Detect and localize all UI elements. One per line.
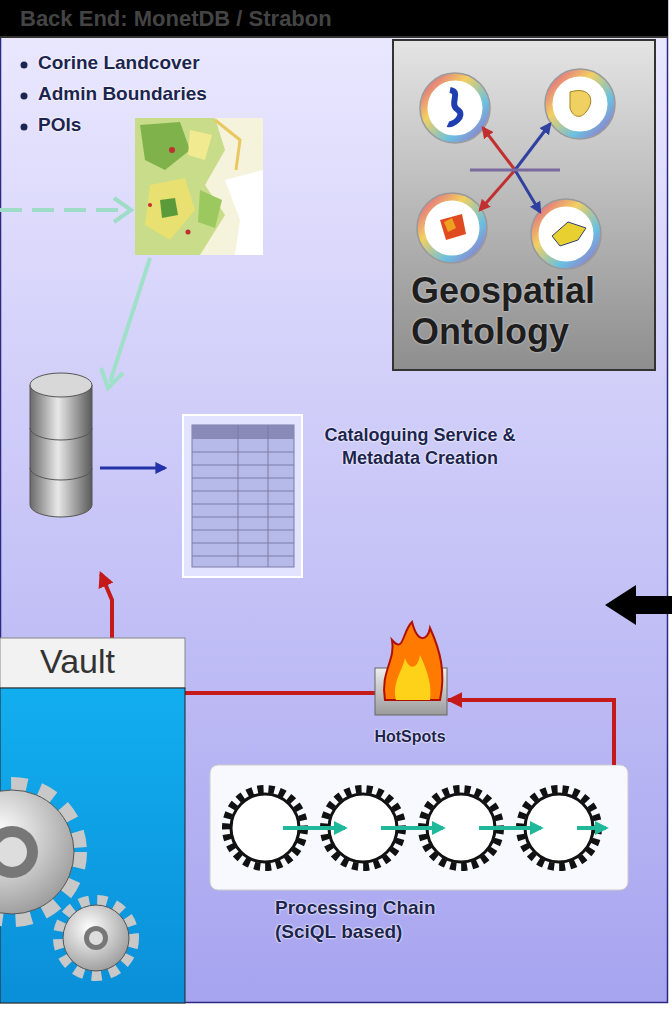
ontology-illustration: [535, 203, 597, 265]
ontology-illustration: [470, 124, 560, 212]
database-cylinder: [30, 373, 92, 517]
bullet-item: Admin Boundaries: [38, 83, 207, 105]
vault-box: Vault: [0, 638, 185, 1004]
ontology-illustration: [549, 73, 611, 135]
vault-panel: [58, 900, 134, 976]
processing-chain: Processing Chain (SciQL based): [210, 765, 628, 890]
ontology-illustration: [552, 222, 586, 246]
bullet-dots: [21, 62, 28, 131]
table-icon: [192, 425, 294, 567]
ontology-illustration: [393, 40, 655, 370]
map-thumbnail: [140, 122, 190, 170]
input-arrow: [605, 585, 672, 625]
vault-panel: [0, 790, 74, 914]
processing-chain-box: [283, 826, 345, 830]
map-thumbnail: [145, 178, 195, 240]
vault-panel: [0, 638, 185, 1003]
ontology-illustration: [515, 124, 550, 170]
map-thumbnail: [198, 190, 222, 228]
processing-chain-box: [226, 789, 606, 867]
service-label-box: Cataloguing Service & Metadata Creation: [308, 420, 532, 473]
table-icon: [192, 425, 294, 439]
panel-ground: [0, 36, 668, 38]
ontology-illustration: [424, 77, 486, 139]
node-label: Cataloguing Service & Metadata Creation: [308, 420, 532, 473]
ontology-box: Geospatial Ontology: [393, 40, 655, 370]
map-thumbnail: [160, 198, 178, 218]
ontology-illustration: [417, 69, 615, 269]
fire-icon: [384, 622, 442, 700]
bullet-item: Corine Landcover: [38, 52, 200, 74]
ontology-illustration: [448, 90, 460, 124]
processing-chain-box: [210, 765, 628, 890]
bullet-dots: [21, 62, 28, 69]
processing-chain-box: [381, 826, 443, 830]
node-label: Geospatial Ontology: [393, 40, 655, 353]
ontology-illustration: [531, 199, 601, 269]
map-thumbnail: [215, 120, 240, 170]
node-label: Processing Chain (SciQL based): [275, 896, 485, 944]
vault-panel: [0, 826, 38, 878]
flow-arrows: [0, 208, 118, 212]
ontology-illustration: [393, 40, 655, 370]
flow-arrows: [101, 368, 123, 388]
vault-panel: [89, 931, 103, 945]
node-label: Vault: [0, 638, 185, 681]
bullet-dots: [21, 93, 28, 100]
ontology-illustration: [515, 170, 540, 212]
map-thumbnail: [186, 230, 191, 235]
map-thumbnail: [135, 118, 263, 255]
database-cylinder: [30, 385, 92, 517]
ontology-illustration: [420, 73, 490, 143]
bullet-item: POIs: [38, 114, 81, 136]
map-thumbnail: [225, 170, 263, 255]
map-thumbnail: [188, 130, 212, 160]
flow-arrows: [114, 198, 131, 222]
fire-icon: [375, 622, 447, 715]
ontology-illustration: [570, 91, 591, 117]
table-icon: [183, 415, 302, 577]
vault-panel: [0, 638, 185, 688]
processing-chain-box: [577, 826, 606, 830]
vault-panel: [84, 926, 108, 950]
panel-ground: [0, 0, 668, 38]
hotspots-node: HotSpots: [372, 620, 448, 746]
ontology-illustration: [421, 197, 483, 259]
vault-panel: [63, 905, 129, 971]
node-label: HotSpots: [372, 620, 448, 746]
map-thumbnail: [135, 118, 263, 255]
ontology-illustration: [417, 193, 487, 263]
flow-arrows: [110, 258, 150, 382]
processing-chain-box: [210, 765, 628, 890]
ontology-illustration: [421, 73, 611, 265]
ontology-illustration: [444, 218, 456, 232]
vault-panel: [0, 837, 27, 867]
fire-icon: [395, 655, 430, 700]
table-icon: [183, 415, 302, 577]
ontology-illustration: [470, 169, 560, 172]
flow-arrows: [100, 467, 165, 470]
table-icon: [192, 425, 294, 567]
processing-chain-box: [479, 826, 541, 830]
bullet-dots: [21, 124, 28, 131]
ontology-illustration: [480, 170, 515, 210]
vault-panel: [0, 784, 80, 920]
flow-connector: [448, 700, 614, 765]
ontology-illustration: [545, 69, 615, 139]
ontology-illustration: [440, 214, 466, 240]
ontology-illustration: [483, 128, 515, 170]
map-thumbnail: [148, 203, 152, 207]
node-label: Back End: MonetDB / Strabon: [20, 6, 332, 32]
map-thumbnail: [169, 147, 175, 153]
map-thumbnail: [135, 118, 225, 255]
database-cylinder: [30, 373, 92, 397]
database-cylinder: [30, 428, 92, 480]
